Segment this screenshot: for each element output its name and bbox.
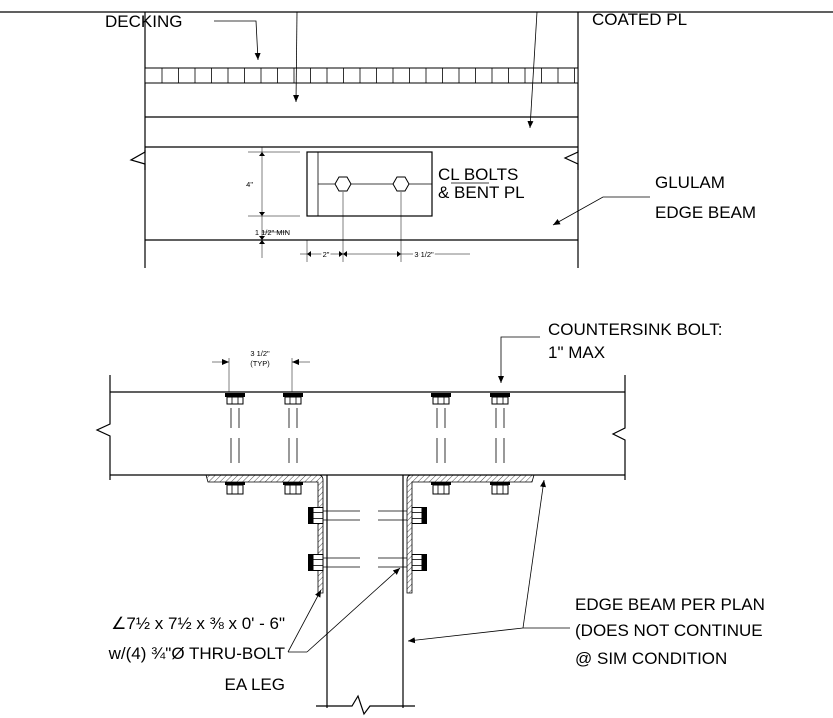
dim-2in: 2" <box>323 250 330 259</box>
label-coated-pl: COATED PL <box>592 10 687 29</box>
section-view: 3 1/2" (TYP) COUNTERSINK BOLT: 1" MAX ∠7… <box>95 320 765 716</box>
label-angle-spec: ∠7½ x 7½ x ⅜ x 0' - 6" <box>111 614 285 633</box>
decking-strip <box>144 67 579 84</box>
label-edge-beam: EDGE BEAM <box>655 203 756 222</box>
thru-bolt-upper <box>308 507 427 524</box>
label-sim-condition: @ SIM CONDITION <box>575 649 727 668</box>
elevation-view: 4" 1 1/2" MIN 2" 3 1/2" DECKING COATED P… <box>0 10 833 268</box>
break-mark-left <box>129 150 146 170</box>
right-angle <box>406 474 535 594</box>
label-does-not-continue: (DOES NOT CONTINUE <box>575 621 763 640</box>
label-1in-max: 1" MAX <box>548 343 605 362</box>
vertical-bolt <box>282 392 304 495</box>
dim-4in: 4" <box>246 180 253 189</box>
dim-3-5-typ: 3 1/2" <box>250 349 270 358</box>
label-thru-bolt: w/(4) ¾"Ø THRU-BOLT <box>108 644 285 663</box>
break-mark-right <box>563 150 579 170</box>
label-edge-beam-per-plan: EDGE BEAM PER PLAN <box>575 595 765 614</box>
dim-3-5in: 3 1/2" <box>414 250 434 259</box>
vertical-bolt <box>224 392 246 495</box>
dim-1-5-min: 1 1/2" MIN <box>255 228 290 237</box>
label-countersink-bolt: COUNTERSINK BOLT: <box>548 320 722 339</box>
decking-ticks <box>161 68 575 83</box>
hex-bolt-1 <box>334 176 352 192</box>
label-bent-pl: & BENT PL <box>438 183 525 202</box>
left-angle <box>205 474 324 594</box>
vertical-bolt <box>489 392 511 495</box>
dim-typ: (TYP) <box>250 359 270 368</box>
vertical-bolt <box>430 392 452 495</box>
hex-bolt-2 <box>392 176 410 192</box>
label-glulam: GLULAM <box>655 173 725 192</box>
label-ea-leg: EA LEG <box>225 675 285 694</box>
label-cl-bolts: CL BOLTS <box>438 165 518 184</box>
thru-bolt-lower <box>308 554 427 571</box>
label-decking: DECKING <box>105 12 182 31</box>
